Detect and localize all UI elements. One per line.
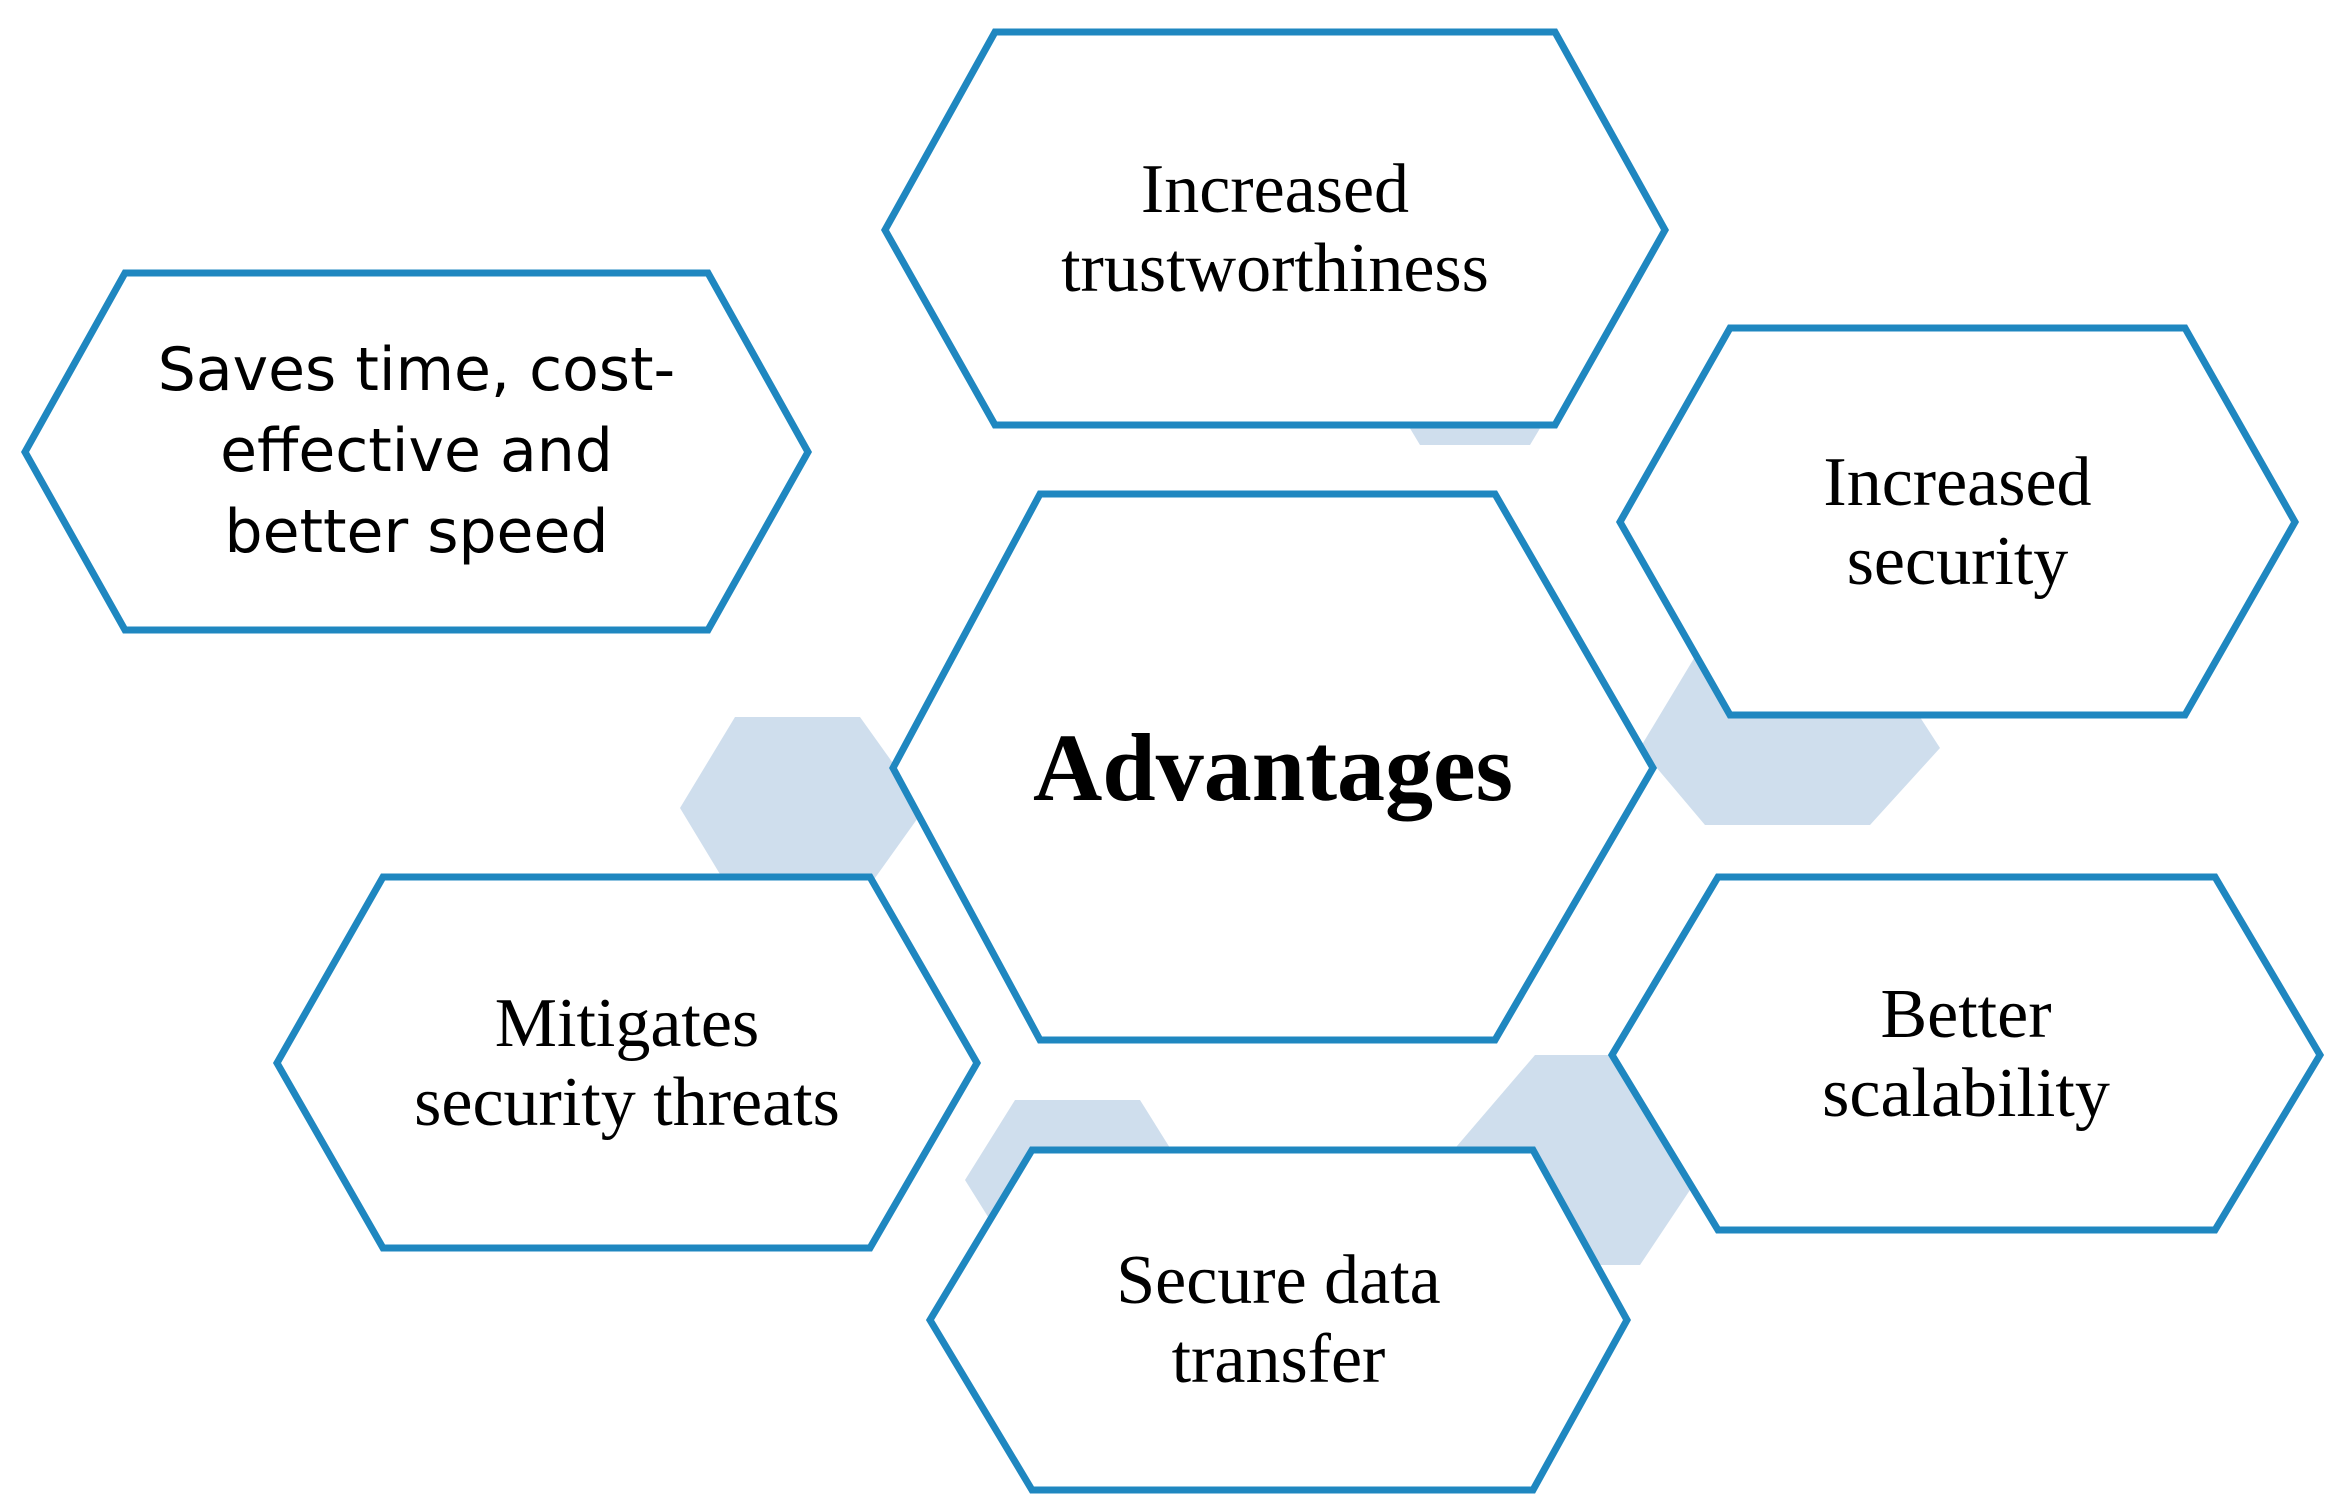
hex-mitigates-threats [272, 873, 982, 1252]
decor-hex [680, 717, 925, 899]
center-title: Advantages [1032, 713, 1514, 821]
hex-security [1615, 324, 2300, 719]
hex-center [889, 490, 1658, 1044]
hex-scalability [1607, 873, 2325, 1234]
label-time-cost-speed: Saves time, cost- effective and better s… [157, 335, 676, 567]
hex-time-cost-speed [20, 269, 813, 634]
label-scalability: Better scalability [1822, 975, 2110, 1132]
label-security: Increased security [1823, 443, 2092, 600]
hex-secure-transfer [925, 1146, 1631, 1494]
label-trustworthiness: Increased trustworthiness [1061, 150, 1489, 307]
label-secure-transfer: Secure data transfer [1116, 1242, 1441, 1398]
hex-trustworthiness [880, 28, 1670, 429]
label-mitigates-threats: Mitigates security threats [414, 984, 840, 1141]
